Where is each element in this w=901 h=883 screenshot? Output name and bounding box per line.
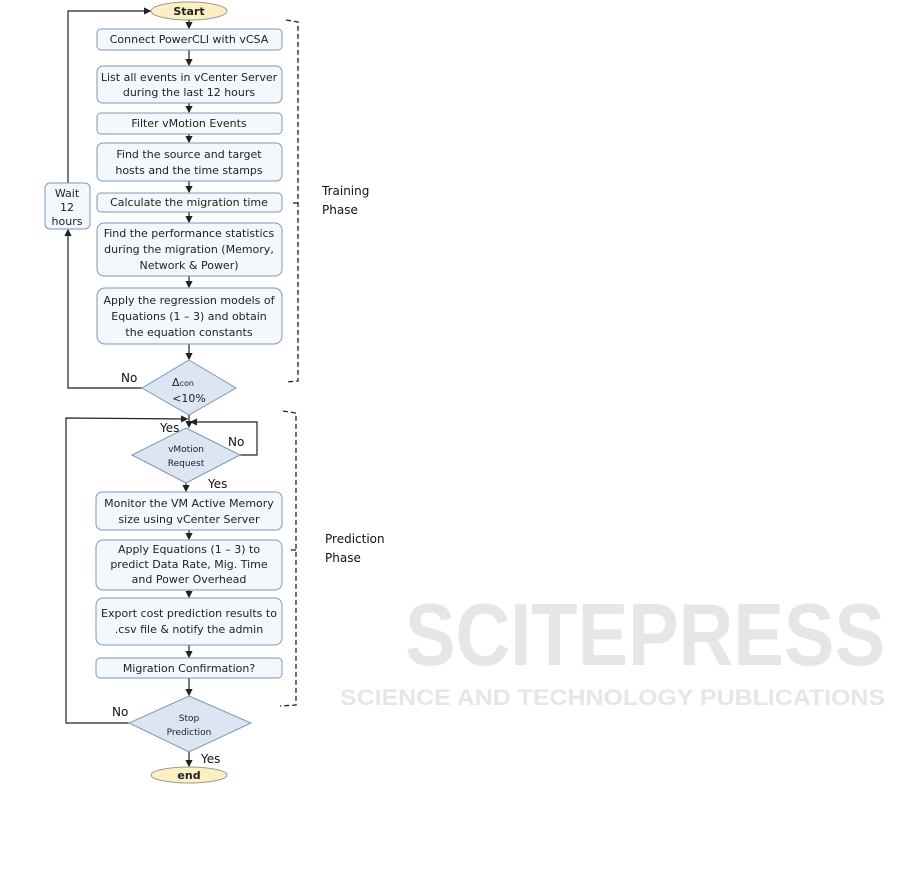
watermark: SCITEPRESS SCIENCE AND TECHNOLOGY PUBLIC… [340,585,885,710]
wait-text: 12 [60,201,74,214]
yes-label: Yes [207,477,227,491]
start-terminal: Start [150,1,228,21]
step-text: the equation constants [125,326,252,339]
wait-return-arrow [67,7,152,183]
step-text: Network & Power) [139,259,238,272]
end-terminal: end [150,766,228,784]
decision-condition: <10% [172,392,206,405]
step-text: hosts and the time stamps [115,164,263,177]
step-export-results: Export cost prediction results to .csv f… [95,597,283,646]
step-text: Equations (1 – 3) and obtain [111,310,267,323]
step-connect-powercli: Connect PowerCLI with vCSA [96,28,283,51]
step-text: Migration Confirmation? [123,662,256,675]
yes-label: Yes [159,421,179,435]
decision-text: Request [168,459,205,469]
step-text: Find the source and target [116,148,262,161]
delta-subscript: con [180,379,194,388]
no-label: No [228,435,244,449]
training-bracket [285,19,299,383]
convergence-decision: Δcon <10% [141,359,237,416]
step-regression: Apply the regression models of Equations… [96,287,283,345]
step-migration-confirmation: Migration Confirmation? [95,657,283,679]
vmotion-request-decision: vMotion Request [130,427,242,484]
step-monitor-memory: Monitor the VM Active Memory size using … [95,491,283,531]
no-label: No [112,705,128,719]
step-calc-migration-time: Calculate the migration time [96,192,283,213]
step-text: .csv file & notify the admin [115,623,263,636]
step-text: Export cost prediction results to [101,607,277,620]
delta-symbol: Δ [172,376,180,389]
end-label: end [177,769,200,782]
step-perf-stats: Find the performance statistics during t… [96,222,283,277]
stop-no-loop-arrow [65,415,189,724]
step-list-events: List all events in vCenter Server during… [96,65,283,104]
step-text: during the migration (Memory, [104,243,274,256]
step-text: predict Data Rate, Mig. Time [110,558,268,571]
decision-text: vMotion [168,445,204,455]
svg-text:Δcon: Δcon [172,376,194,389]
step-text: size using vCenter Server [118,513,260,526]
stop-prediction-decision: Stop Prediction [127,695,253,753]
no-label: No [121,371,137,385]
step-text: during the last 12 hours [123,86,256,99]
step-text: Find the performance statistics [104,227,275,240]
request-no-loop-arrow [189,418,258,456]
step-text: Connect PowerCLI with vCSA [110,33,269,46]
start-label: Start [173,5,204,18]
prediction-phase-label: Prediction [325,532,385,546]
training-phase-label: Training [321,184,369,198]
step-text: Monitor the VM Active Memory [104,497,274,510]
decision-text: Stop [179,714,200,724]
wait-text: hours [52,215,83,228]
prediction-phase-label: Phase [325,551,361,565]
step-find-hosts: Find the source and target hosts and the… [96,142,283,182]
decision-text: Prediction [167,728,212,738]
step-text: List all events in vCenter Server [101,71,278,84]
watermark-sub: SCIENCE AND TECHNOLOGY PUBLICATIONS [340,685,885,710]
step-apply-equations: Apply Equations (1 – 3) to predict Data … [95,539,283,591]
step-text: Apply Equations (1 – 3) to [118,543,260,556]
prediction-bracket [279,410,297,707]
step-filter-vmotion: Filter vMotion Events [96,112,283,135]
no-loop-arrow [64,228,142,389]
wait-text: Wait [55,187,80,200]
wait-box: Wait 12 hours [44,182,91,230]
watermark-main: SCITEPRESS [405,585,885,684]
step-text: Apply the regression models of [104,294,276,307]
training-phase-label: Phase [322,203,358,217]
step-text: Calculate the migration time [110,196,268,209]
step-text: Filter vMotion Events [131,117,247,130]
step-text: and Power Overhead [132,573,247,586]
yes-label: Yes [200,752,220,766]
